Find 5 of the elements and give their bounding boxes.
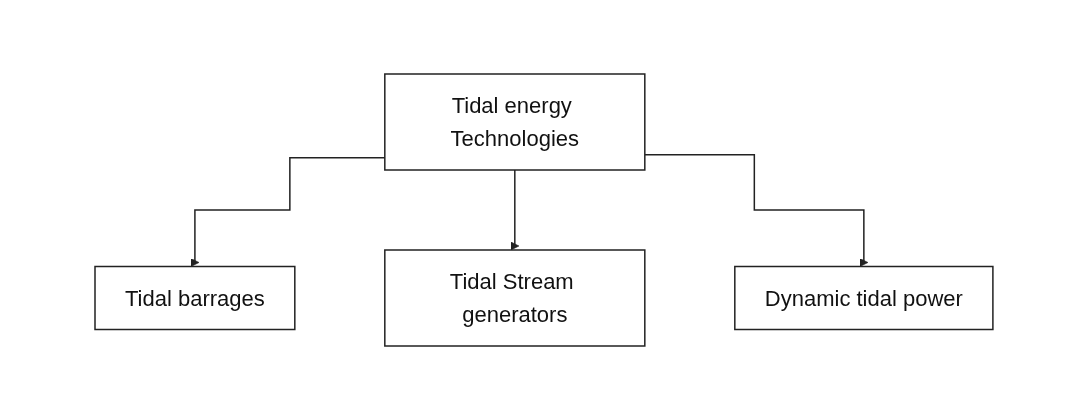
node-box: Tidal barrages (93, 265, 296, 331)
arrow (509, 169, 519, 251)
node-box: Tidal Stream generators (383, 249, 646, 347)
node-box: Dynamic tidal power (733, 265, 994, 331)
node-box: Tidal energy Technologies (383, 73, 646, 171)
